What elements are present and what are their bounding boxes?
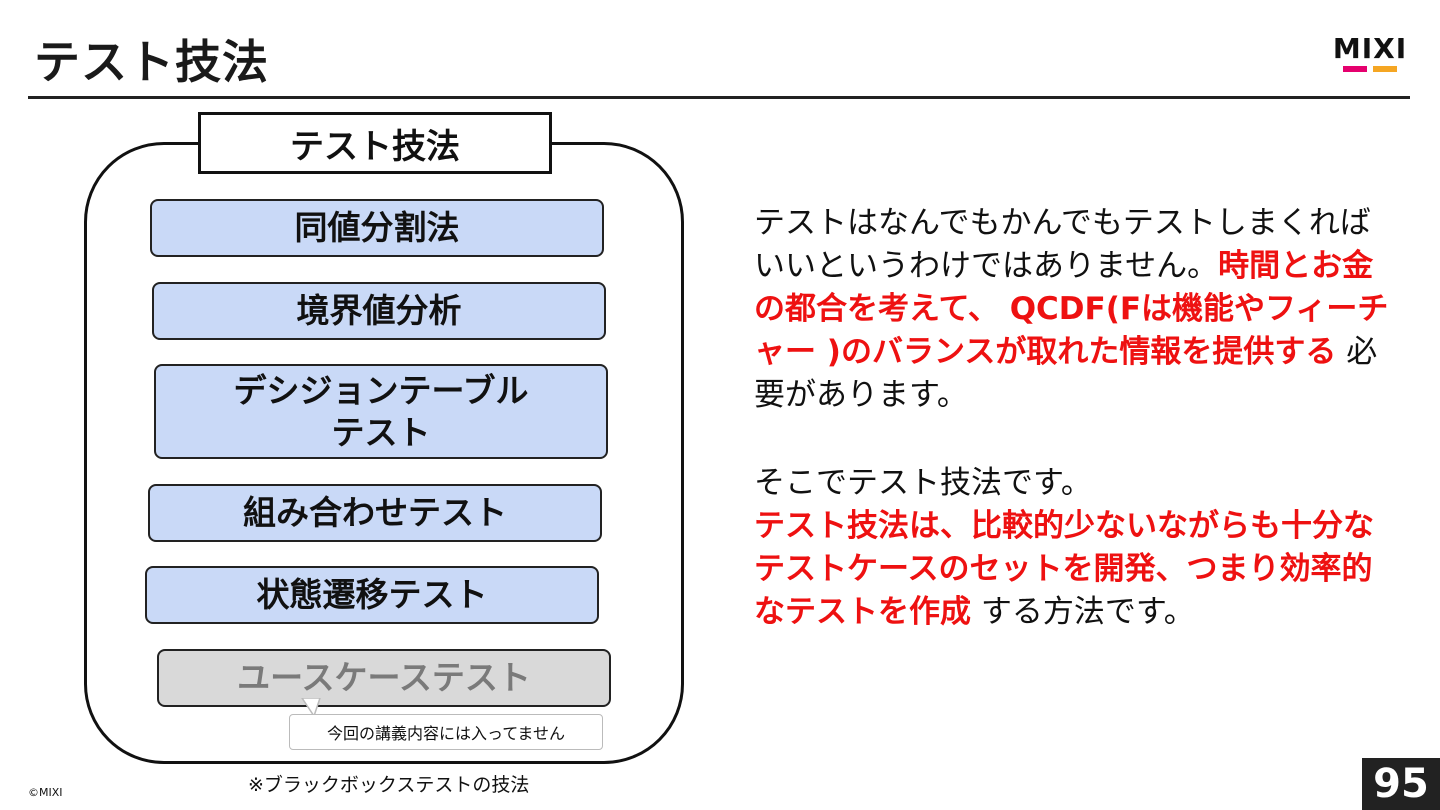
callout-tail [301, 698, 321, 718]
paragraph-1-highlight: 時間とお金の都合を考えて、 QCDF(Fは機能やフィーチャー )のバランスが取れ… [754, 248, 1389, 370]
technique-state-transition-testing: 状態遷移テスト [145, 566, 599, 624]
paragraph-2-normal: そこでテスト技法です。 [754, 465, 1092, 501]
paragraph-what-techniques: そこでテスト技法です。テスト技法は、比較的少ないながらも十分なテストケースのセッ… [754, 462, 1394, 634]
copyright: ©MIXI [28, 786, 63, 799]
logo-text: MIXI [1332, 32, 1408, 65]
paragraph-2-tail: する方法です。 [971, 594, 1195, 630]
techniques-frame-label: テスト技法 [198, 112, 552, 174]
paragraph-why-techniques: テストはなんでもかんでもテストしまくればいいというわけではありません。時間とお金… [754, 202, 1394, 417]
logo-bar-pink [1343, 66, 1367, 72]
technique-equivalence-partitioning: 同値分割法 [150, 199, 604, 257]
slide-title: テスト技法 [34, 35, 269, 89]
technique-combinatorial-testing: 組み合わせテスト [148, 484, 602, 542]
logo-bars [1330, 66, 1410, 72]
blackbox-footnote: ※ブラックボックステストの技法 [248, 774, 530, 796]
technique-boundary-value-analysis: 境界値分析 [152, 282, 606, 340]
not-covered-callout: 今回の講義内容には入ってません [289, 714, 603, 750]
title-divider [28, 96, 1410, 99]
technique-use-case-testing: ユースケーステスト [157, 649, 611, 707]
paragraph-1-tail: 必要があります。 [754, 334, 1378, 413]
mixi-logo: MIXI [1330, 34, 1410, 76]
technique-decision-table-testing: デシジョンテーブル テスト [154, 364, 608, 459]
paragraph-2-highlight: テスト技法は、比較的少ないながらも十分なテストケースのセットを開発、つまり効率的… [754, 508, 1374, 630]
page-number: 95 [1362, 758, 1440, 810]
paragraph-1-normal: テストはなんでもかんでもテストしまくればいいというわけではありません。 [754, 205, 1371, 284]
logo-bar-orange [1373, 66, 1397, 72]
